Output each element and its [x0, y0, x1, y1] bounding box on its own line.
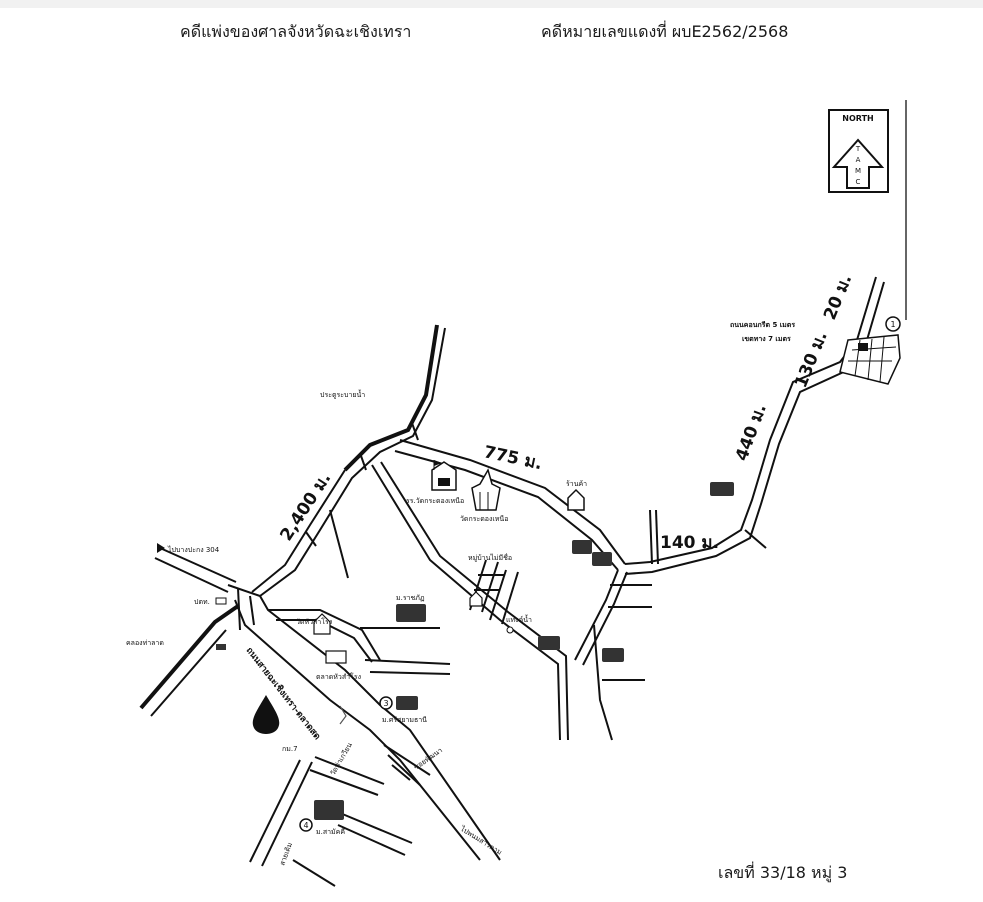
temple-icon	[471, 468, 501, 511]
label-market: ตลาดหัวสำโรง	[316, 672, 361, 681]
canal-road	[251, 324, 446, 597]
road-note-1: ถนนคอนกรีต 5 เมตร	[730, 321, 795, 329]
label-water-tank: แทงค์น้ำ	[506, 613, 532, 624]
market-temple-icon	[313, 613, 331, 635]
house-icon	[469, 591, 483, 607]
label-school: รร.วัดกระดองเหนือ	[406, 497, 464, 505]
north-arrow-compass: NORTH T A M C	[828, 109, 889, 193]
label-road-side: สายเดิม	[278, 842, 294, 867]
village-houses-icon	[538, 482, 734, 662]
compass-letter: C	[856, 178, 861, 186]
place-one-icon: 3	[379, 696, 418, 710]
pond-drop-icon	[252, 695, 280, 734]
compass-letter: M	[855, 167, 861, 175]
school-icon	[431, 460, 457, 491]
university-icon	[396, 604, 426, 622]
label-canal-bridge: ซอยพัฒนา	[413, 746, 444, 771]
market-icon	[325, 650, 347, 664]
shop-icon	[567, 488, 585, 511]
highway-304	[139, 543, 240, 717]
label-university: ม.ราชภัฏ	[396, 594, 425, 602]
case-court-title: คดีแพ่งของศาลจังหวัดฉะเชิงเทรา	[180, 22, 412, 41]
distance-20m: 20 ม.	[820, 272, 856, 323]
compass-letter: T	[855, 145, 861, 153]
compass-letter: A	[856, 156, 861, 164]
km-marker-icon	[339, 705, 347, 725]
label-market-temple: วัดหัวสำโรง	[296, 617, 332, 626]
label-shop: ร้านค้า	[566, 480, 587, 488]
label-temple: วัดกระดองเหนือ	[460, 515, 508, 523]
top-bar	[0, 0, 983, 8]
property-address: เลขที่ 33/18 หมู่ 3	[718, 863, 848, 882]
property-plot: 1	[839, 316, 901, 385]
label-canal-road: คลองท่าลาด	[126, 639, 164, 647]
label-highway: ไปบางปะกง 304	[167, 545, 220, 554]
distance-130m: 130 ม.	[791, 329, 832, 391]
water-tank-icon	[506, 626, 514, 634]
inner-roads	[329, 461, 659, 741]
label-km7: กม.7	[282, 745, 298, 753]
distance-140m: 140 ม.	[660, 533, 719, 553]
compass-title: NORTH	[842, 114, 873, 123]
svg-text:1: 1	[890, 320, 895, 329]
label-place-two: ม.สามัคคี	[316, 828, 345, 836]
car-icon	[215, 597, 227, 650]
label-place-one: ม.ศรีสยามธานี	[382, 716, 427, 724]
svg-text:4: 4	[303, 821, 308, 830]
label-water-gate: ประตูระบายน้ำ	[320, 388, 365, 399]
road-note-2: เขตทาง 7 เมตร	[742, 335, 791, 343]
distance-775m: 775 ม.	[482, 442, 544, 474]
label-gas-station: ปตท.	[194, 598, 210, 606]
main-road	[227, 584, 501, 887]
label-village: หมู่บ้านไม่มีชื่อ	[468, 553, 512, 562]
case-number: คดีหมายเลขแดงที่ ผบE2562/2568	[541, 22, 789, 41]
place-two-icon: 4	[299, 800, 344, 832]
svg-text:3: 3	[383, 699, 388, 708]
